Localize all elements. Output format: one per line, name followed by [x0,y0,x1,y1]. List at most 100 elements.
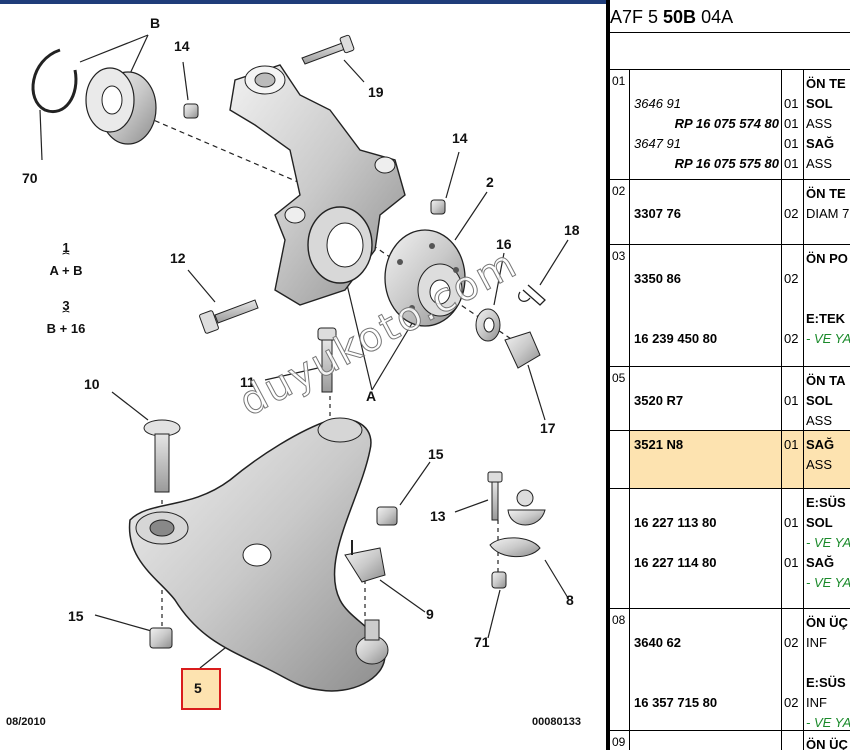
callout-17: 17 [540,420,556,436]
quantity: 01 [784,96,799,111]
legend-3-num: 3 [62,298,70,313]
diagram-artwork [31,34,569,692]
part-number[interactable]: 3520 R7 [634,393,684,408]
part-number[interactable]: 3647 91 [634,136,681,151]
callout-15-right: 15 [428,446,444,462]
part-number[interactable]: 16 239 450 80 [634,331,718,346]
description: ÖN TA [806,373,846,388]
part-number[interactable]: RP 16 075 575 80 [674,156,779,171]
part-number[interactable]: RP 16 075 574 80 [674,116,779,131]
description-cell: E:SÜS SOL - VE YA SAĞ - VE YA [804,489,850,608]
callout-8: 8 [566,592,574,608]
description: E:SÜS [806,495,846,510]
description-cell: ÖN ÜÇ [804,731,850,750]
quantity: 01 [784,393,799,408]
reference-header: A7F 5 50B 04A [610,0,850,33]
highlight-box-part-5[interactable] [181,668,221,710]
description: ASS [806,457,833,472]
parts-list-panel: A7F 5 50B 04A 01 3646 91 RP 16 075 574 80 3… [610,0,850,750]
callout-a: A [366,388,377,404]
part-number-cell: 3521 N8 [630,431,782,488]
callout-71: 71 [474,634,490,650]
callout-19: 19 [368,84,384,100]
description: ASS [806,156,833,171]
quantity: 02 [784,206,799,221]
part-number-cell: 3640 62 16 357 715 80 [630,609,782,730]
ref-bold: 50B [663,7,697,27]
legend-3-brace: ⏞ [62,310,70,324]
description: - VE YA [806,575,850,590]
quantity: 02 [784,635,799,650]
callout-9: 9 [426,606,434,622]
quantity: 02 [784,695,799,710]
row-index: 09 [610,731,630,750]
description: E:TEK [806,311,845,326]
description: ÖN PO [806,251,848,266]
callout-13: 13 [430,508,446,524]
part-number[interactable]: 3350 86 [634,271,681,286]
quantity-cell: 02 02 [782,609,804,730]
description: ASS [806,413,833,428]
description: SAĞ [806,555,835,570]
quantity: 01 [784,116,799,131]
row-index: 03 [610,245,630,366]
quantity: 01 [784,555,799,570]
part-number[interactable]: 16 227 114 80 [634,555,717,570]
part-number[interactable]: 3307 76 [634,206,681,221]
callout-16: 16 [496,236,512,252]
callout-12: 12 [170,250,186,266]
description: ÖN TE [806,76,846,91]
table-row[interactable]: 01 3646 91 RP 16 075 574 80 3647 91 RP 16 07… [610,70,850,180]
callout-10: 10 [84,376,100,392]
part-number-cell: 16 227 113 80 16 227 114 80 [630,489,782,608]
quantity-cell [782,731,804,750]
part-number[interactable]: 16 357 715 80 [634,695,718,710]
row-index: 02 [610,180,630,244]
description: INF [806,635,827,650]
row-index [610,431,630,488]
description: - VE YA [806,535,850,550]
description: ASS [806,116,833,131]
part-number[interactable]: 3521 N8 [634,437,684,452]
legend-1-formula: A + B [49,263,83,278]
description: SOL [806,96,833,111]
description: SOL [806,515,833,530]
callout-15-left: 15 [68,608,84,624]
table-row[interactable]: 09 ÖN ÜÇ [610,731,850,750]
quantity: 01 [784,136,799,151]
part-number[interactable]: 16 227 113 80 [634,515,717,530]
table-row[interactable]: 08 3640 62 16 357 715 80 02 02 ÖN ÜÇ INF E:SÜS I… [610,609,850,731]
ref-prefix: A7F 5 [610,7,664,27]
description: ÖN ÜÇ [806,615,848,630]
description: E:SÜS [806,675,846,690]
description: ÖN ÜÇ [806,737,848,750]
quantity-cell: 02 [782,180,804,244]
part-number[interactable]: 3646 91 [634,96,681,111]
parts-table: 01 3646 91 RP 16 075 574 80 3647 91 RP 16 07… [610,70,850,750]
description: INF [806,695,827,710]
callout-11: 11 [240,374,255,390]
description: DIAM 7 [806,206,850,221]
legend-1-num: 1 [62,240,70,255]
part-number-cell [630,731,782,750]
description: - VE YA [806,715,850,730]
part-number[interactable]: 3640 62 [634,635,681,650]
row-index: 08 [610,609,630,730]
legend-1-brace: ⏞ [62,252,70,266]
row-index: 05 [610,367,630,430]
callout-5[interactable]: 5 [194,680,202,696]
description-cell: ÖN ÜÇ INF E:SÜS INF - VE YA [804,609,850,730]
